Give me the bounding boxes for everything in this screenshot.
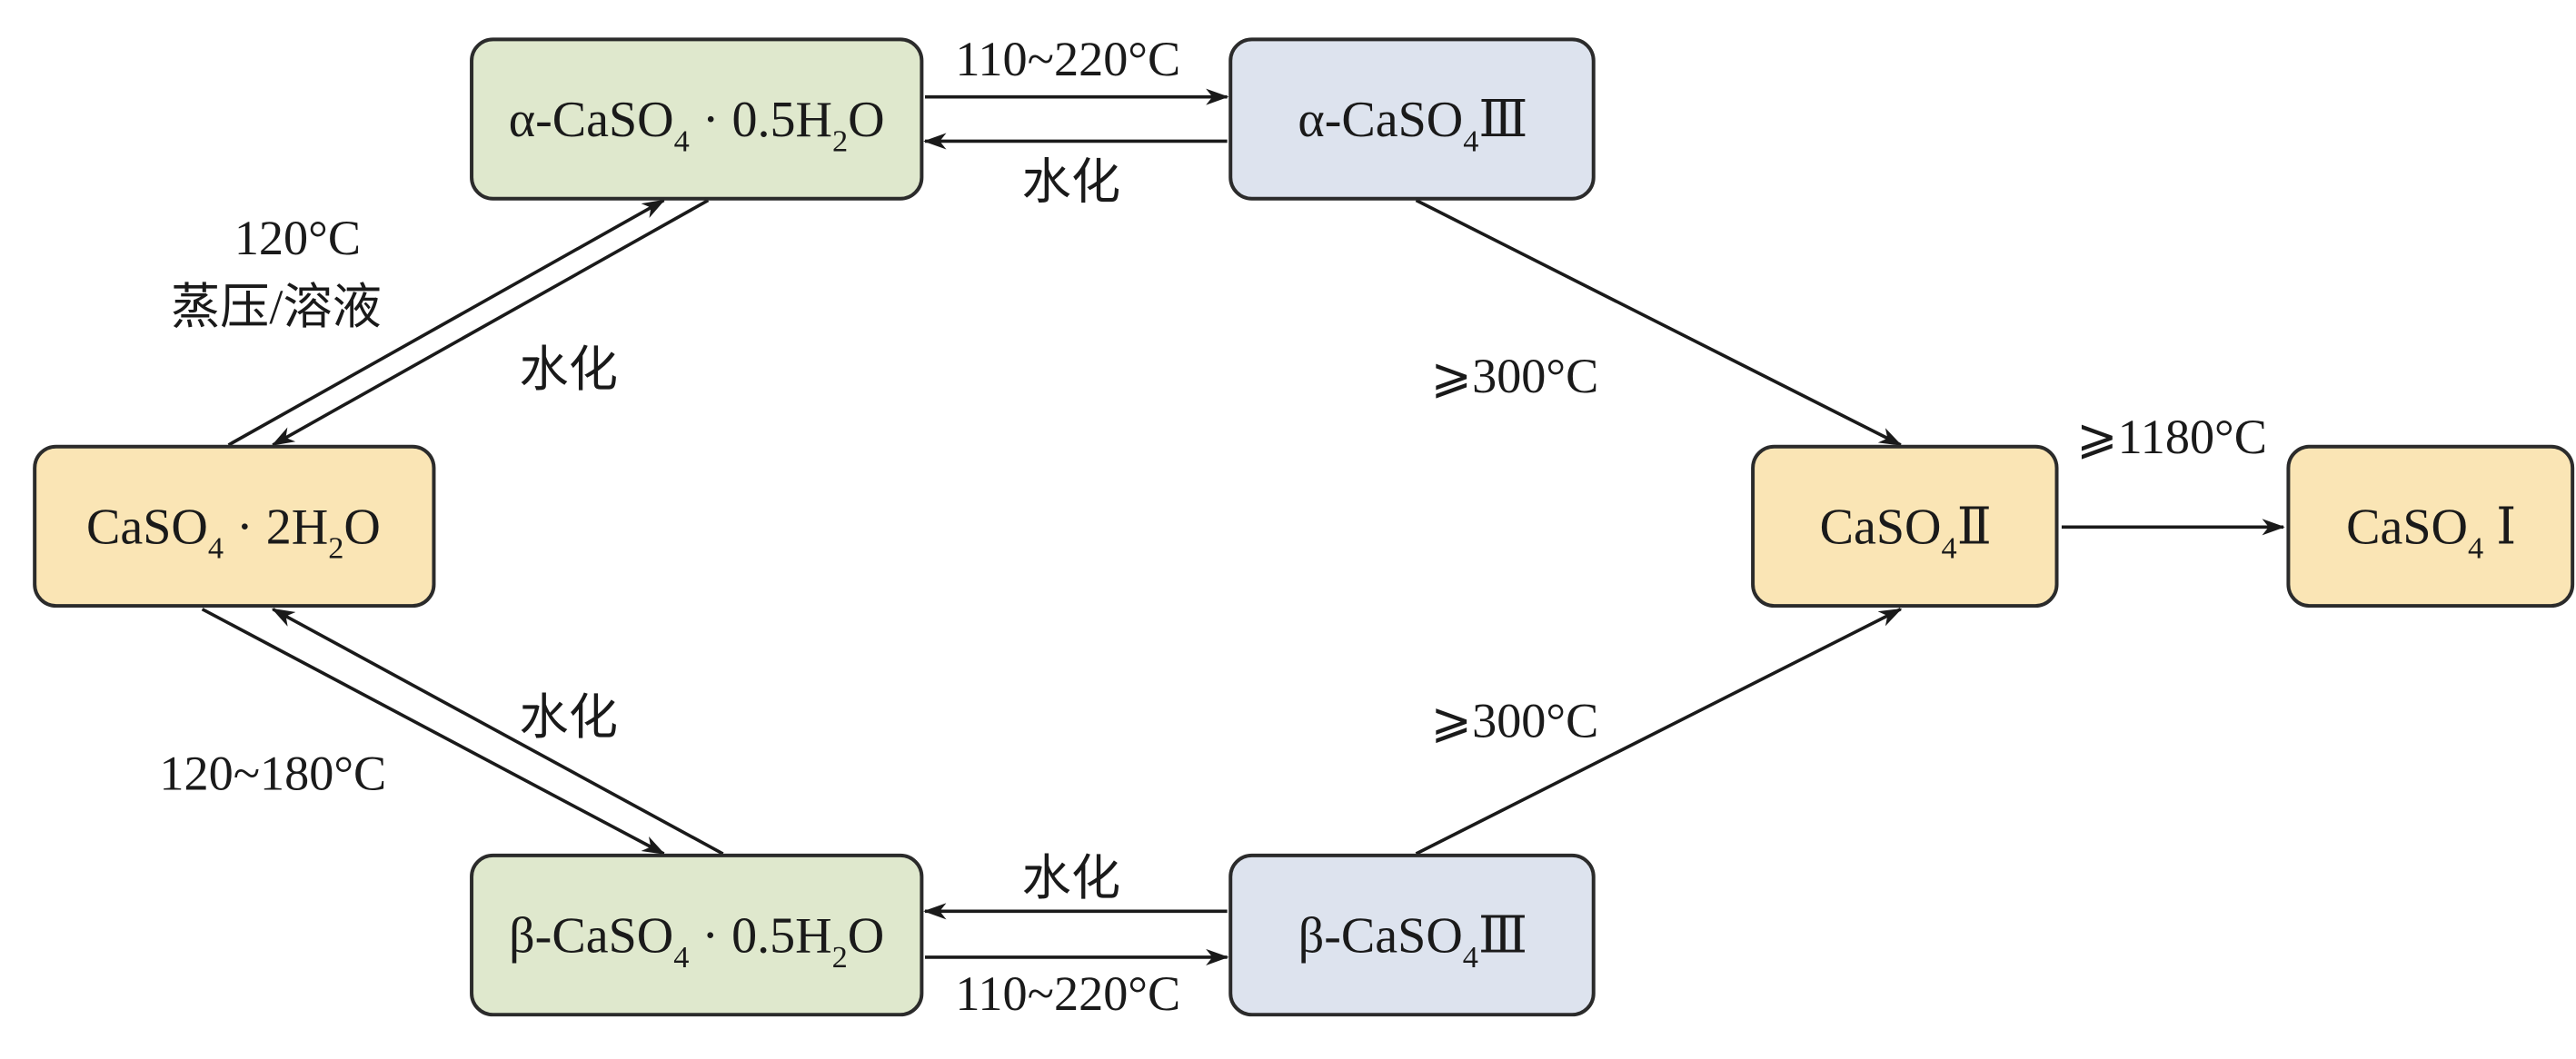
svg-text:CaSO4 Ⅰ: CaSO4 Ⅰ	[2346, 499, 2516, 565]
label-alpha-to-ii-temp: ⩾300°C	[1431, 349, 1599, 403]
svg-text:CaSO4 · 2H2O: CaSO4 · 2H2O	[86, 499, 381, 565]
svg-text:β-CaSO4 · 0.5H2O: β-CaSO4 · 0.5H2O	[509, 907, 884, 974]
label-alpha-hemi-hydration: 水化	[519, 342, 617, 397]
label-alpha-dehydrate-temp: 110~220°C	[955, 32, 1180, 86]
node-dihydrate: CaSO4 · 2H2O	[33, 444, 436, 609]
node-alpha-hemihydrate: α-CaSO4 · 0.5H2O	[470, 37, 924, 201]
label-beta-to-ii-temp: ⩾300°C	[1431, 694, 1599, 748]
svg-text:CaSO4Ⅱ: CaSO4Ⅱ	[1820, 499, 1992, 565]
arrow-beta-iii-to-ii	[1415, 608, 1903, 856]
svg-text:α-CaSO4 · 0.5H2O: α-CaSO4 · 0.5H2O	[509, 92, 885, 158]
arrow-beta-hemi-to-dihydrate	[271, 608, 724, 856]
svg-text:β-CaSO4Ⅲ: β-CaSO4Ⅲ	[1298, 907, 1527, 974]
node-beta-hemihydrate: β-CaSO4 · 0.5H2O	[470, 853, 924, 1017]
label-beta-iii-hydration: 水化	[1022, 851, 1120, 906]
node-anhydrite-ii: CaSO4Ⅱ	[1751, 444, 2059, 609]
label-alpha-iii-hydration: 水化	[1022, 155, 1120, 210]
label-ii-to-i-temp: ⩾1180°C	[2076, 410, 2267, 464]
label-autoclave-temp: 120°C	[234, 211, 361, 265]
arrow-dihydrate-to-alpha-hemi	[227, 198, 666, 447]
label-beta-dehydrate-temp: 110~220°C	[955, 966, 1180, 1021]
node-beta-anhydrite-iii: β-CaSO4Ⅲ	[1228, 853, 1596, 1017]
arrow-alpha-hemi-to-dihydrate	[271, 198, 710, 447]
arrow-dihydrate-to-beta-hemi	[201, 608, 666, 856]
label-beta-calcine-temp: 120~180°C	[159, 747, 386, 801]
arrow-alpha-iii-to-ii	[1415, 198, 1903, 447]
label-autoclave-method: 蒸压/溶液	[171, 280, 382, 334]
node-anhydrite-i: CaSO4 Ⅰ	[2286, 444, 2575, 609]
svg-text:α-CaSO4Ⅲ: α-CaSO4Ⅲ	[1298, 92, 1527, 158]
node-alpha-anhydrite-iii: α-CaSO4Ⅲ	[1228, 37, 1596, 201]
label-beta-hemi-hydration: 水化	[519, 690, 617, 745]
